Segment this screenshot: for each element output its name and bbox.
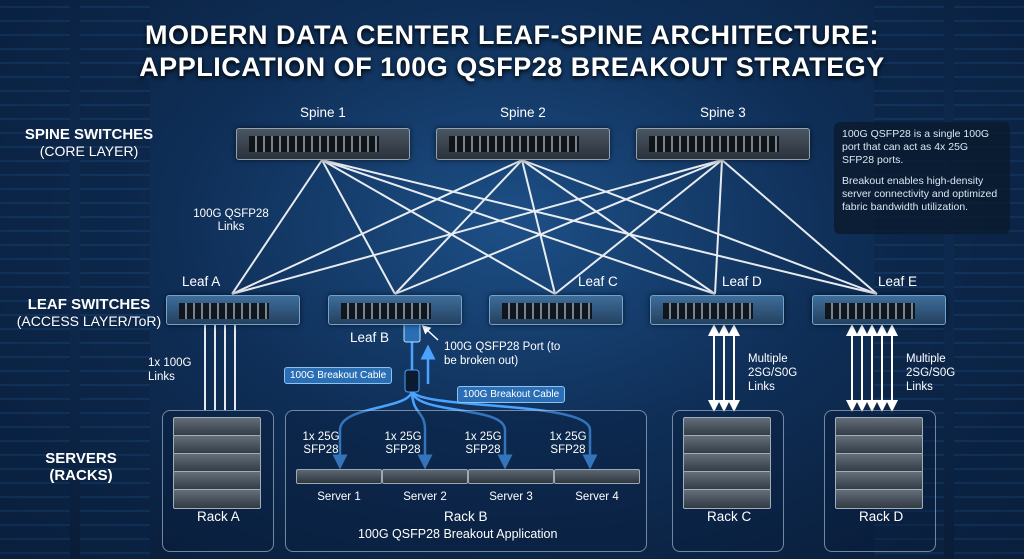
spine-label: Spine 1 — [300, 105, 346, 120]
server-4[interactable] — [554, 469, 640, 484]
info-text: Breakout enables high-density server con… — [842, 175, 998, 213]
leaf-label: Leaf B — [350, 330, 390, 345]
leaf-a-link-label: 1x 100G Links — [148, 357, 192, 383]
breakout-application-label: 100G QSFP28 Breakout Application — [358, 527, 558, 541]
server — [835, 489, 923, 509]
server — [835, 453, 923, 473]
leaf-label: Leaf E — [878, 274, 918, 289]
server — [173, 417, 261, 437]
server — [173, 489, 261, 509]
rack-label: Rack C — [707, 509, 752, 524]
leaf-switch-b[interactable] — [328, 295, 462, 325]
leaf-switch-d[interactable] — [650, 295, 784, 325]
breakout-port-label: 100G QSFP28 Port (to be broken out) — [444, 341, 561, 367]
server — [683, 435, 771, 455]
server-link-label: 1x 25G SFP28 — [464, 431, 502, 456]
server-label: Server 4 — [575, 491, 619, 503]
background-rack — [80, 0, 150, 559]
background-rack — [0, 0, 70, 559]
server — [683, 471, 771, 491]
layer-label-servers: SERVERS (RACKS) — [6, 450, 156, 484]
layer-sub: (ACCESS LAYER/ToR) — [16, 313, 162, 329]
server-label: Server 1 — [317, 491, 361, 503]
title-line-2: APPLICATION OF 100G QSFP28 BREAKOUT STRA… — [139, 52, 885, 82]
server-link-label: 1x 25G SFP28 — [302, 431, 340, 456]
layer-name: SERVERS — [45, 450, 117, 467]
leaf-switch-c[interactable] — [489, 295, 623, 325]
leaf-d-link-label: Multiple 2SG/S0G Links — [748, 353, 798, 393]
layer-name: SPINE SWITCHES — [24, 126, 154, 143]
spine-label: Spine 3 — [700, 105, 746, 120]
spine-leaf-link-label: 100G QSFP28 Links — [193, 208, 269, 233]
leaf-switch-a[interactable] — [166, 295, 300, 325]
breakout-cable-tag: 100G Breakout Cable — [457, 386, 566, 403]
leaf-label: Leaf C — [578, 274, 618, 289]
spine-switch-3[interactable] — [636, 128, 810, 160]
rack-a[interactable]: Rack A — [162, 410, 274, 552]
title-line-1: MODERN DATA CENTER LEAF-SPINE ARCHITECTU… — [145, 20, 879, 50]
spine-switch-1[interactable] — [236, 128, 410, 160]
server — [835, 471, 923, 491]
info-box: 100G QSFP28 is a single 100G port that c… — [834, 122, 1010, 234]
server-3[interactable] — [468, 469, 554, 484]
leaf-label: Leaf A — [182, 274, 221, 289]
server-1[interactable] — [296, 469, 382, 484]
layer-sub: (CORE LAYER) — [39, 143, 139, 159]
server — [173, 435, 261, 455]
server — [835, 435, 923, 455]
layer-label-leaf: LEAF SWITCHES (ACCESS LAYER/ToR) — [14, 296, 164, 329]
rack-d[interactable]: Rack D — [824, 410, 936, 552]
layer-label-spine: SPINE SWITCHES (CORE LAYER) — [14, 126, 164, 159]
server — [173, 471, 261, 491]
layer-sub: (RACKS) — [49, 467, 113, 484]
server-label: Server 3 — [489, 491, 533, 503]
info-text: 100G QSFP28 is a single 100G port that c… — [842, 128, 990, 166]
rack-b-breakout[interactable]: 1x 25G SFP28 1x 25G SFP28 1x 25G SFP28 1… — [285, 410, 647, 552]
rack-c[interactable]: Rack C — [672, 410, 784, 552]
spine-label: Spine 2 — [500, 105, 546, 120]
rack-label: Rack B — [444, 509, 488, 524]
server-link-label: 1x 25G SFP28 — [549, 431, 587, 456]
server — [683, 453, 771, 473]
background-rack — [954, 0, 1024, 559]
leaf-label: Leaf D — [722, 274, 762, 289]
leaf-e-link-label: Multiple 2SG/S0G Links — [906, 353, 956, 393]
layer-name: LEAF SWITCHES — [27, 296, 151, 313]
server-2[interactable] — [382, 469, 468, 484]
server-label: Server 2 — [403, 491, 447, 503]
leaf-switch-e[interactable] — [812, 295, 946, 325]
spine-switch-2[interactable] — [436, 128, 610, 160]
server — [683, 417, 771, 437]
rack-label: Rack A — [197, 509, 240, 524]
server — [835, 417, 923, 437]
breakout-cable-tag: 100G Breakout Cable — [284, 367, 393, 384]
rack-label: Rack D — [859, 509, 904, 524]
server-link-label: 1x 25G SFP28 — [384, 431, 422, 456]
server — [683, 489, 771, 509]
server — [173, 453, 261, 473]
